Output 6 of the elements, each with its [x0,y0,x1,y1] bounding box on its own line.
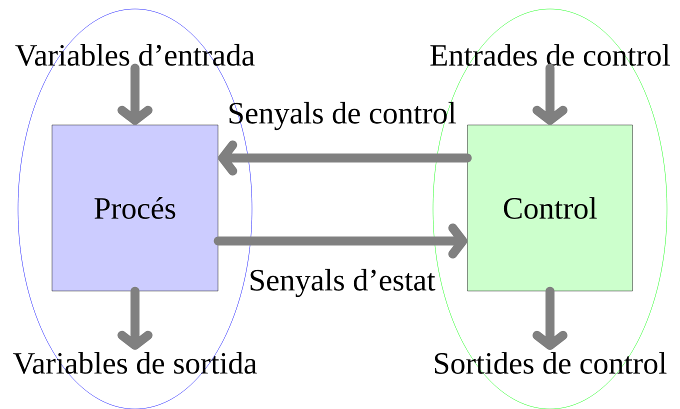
edge-label: Senyals d’estat [250,268,436,298]
process-box: Control [467,124,633,292]
process-box: Procés [52,124,218,292]
edge-label: Senyals de control [230,102,456,130]
arrow [218,140,472,176]
arrow [214,224,468,258]
